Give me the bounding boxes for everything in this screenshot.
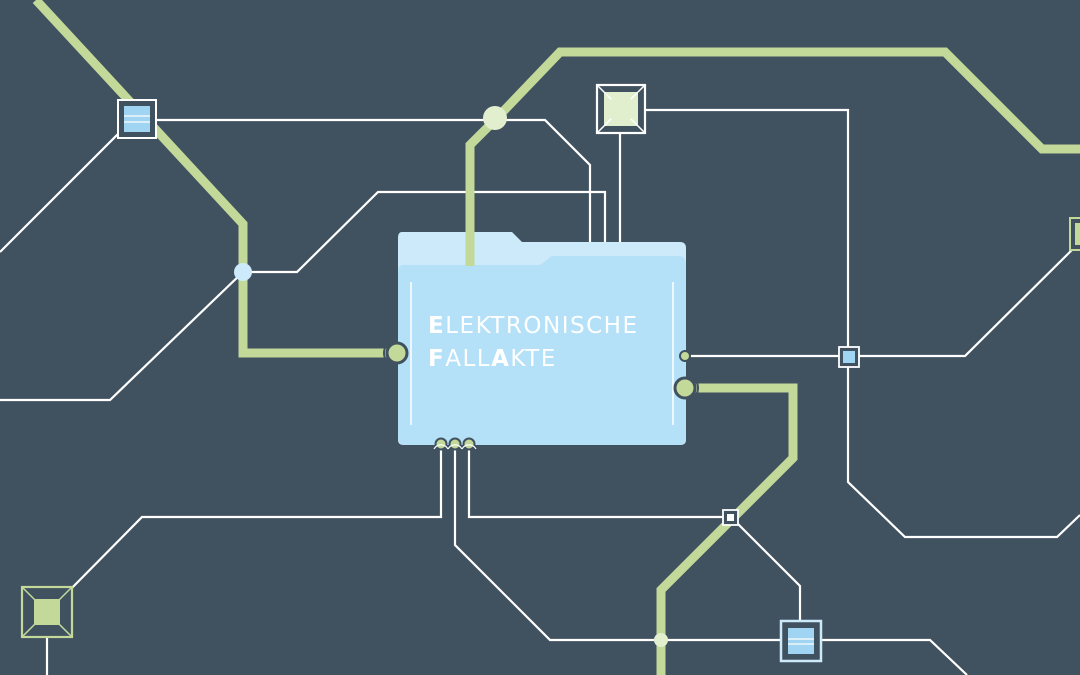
connector-ring: [689, 375, 699, 401]
chip-icon: [595, 83, 647, 135]
chip-icon: [779, 619, 823, 663]
chip-icon: [1069, 217, 1080, 251]
circuit-node-icon: [654, 633, 668, 647]
folder-title: ELEKTRONISCHE FALLAKTE: [428, 310, 638, 376]
connector-node: [448, 437, 462, 451]
folder-title-line-1: ELEKTRONISCHE: [428, 310, 638, 343]
trace: [465, 47, 1080, 265]
trace: [0, 190, 607, 402]
trace: [59, 444, 443, 601]
trace: [467, 444, 802, 640]
connector-node: [385, 341, 409, 365]
connector-ring: [433, 444, 477, 450]
folder-connectors: [383, 340, 699, 451]
folder-icon: [398, 232, 686, 445]
chip-icon: [117, 99, 157, 139]
folder-front: [398, 256, 686, 445]
connector-node: [434, 437, 448, 451]
chips: [20, 83, 1080, 663]
circuit-node-icon: [483, 106, 507, 130]
chip-icon: [838, 346, 860, 368]
circuit-node-icon: [234, 263, 252, 281]
connector-node: [462, 437, 476, 451]
connector-node: [679, 350, 691, 362]
connector-node: [673, 376, 697, 400]
trace: [656, 383, 798, 675]
trace: [453, 444, 968, 675]
title-text: LEKTRONISCHE: [445, 313, 639, 339]
junction-dots: [234, 106, 668, 647]
connector-ring: [383, 340, 393, 366]
white-traces: [0, 108, 1080, 675]
title-initial: E: [428, 313, 446, 339]
folder-title-line-2: FALLAKTE: [428, 343, 638, 376]
title-initial: F: [428, 346, 446, 372]
title-initial: A: [491, 346, 511, 372]
title-text: KTE: [510, 346, 557, 372]
title-text: ALL: [445, 346, 492, 372]
trace: [0, 118, 592, 258]
trace: [680, 241, 1080, 358]
chip-icon: [20, 585, 74, 639]
chip-icon: [722, 509, 739, 526]
trace: [628, 108, 1080, 539]
